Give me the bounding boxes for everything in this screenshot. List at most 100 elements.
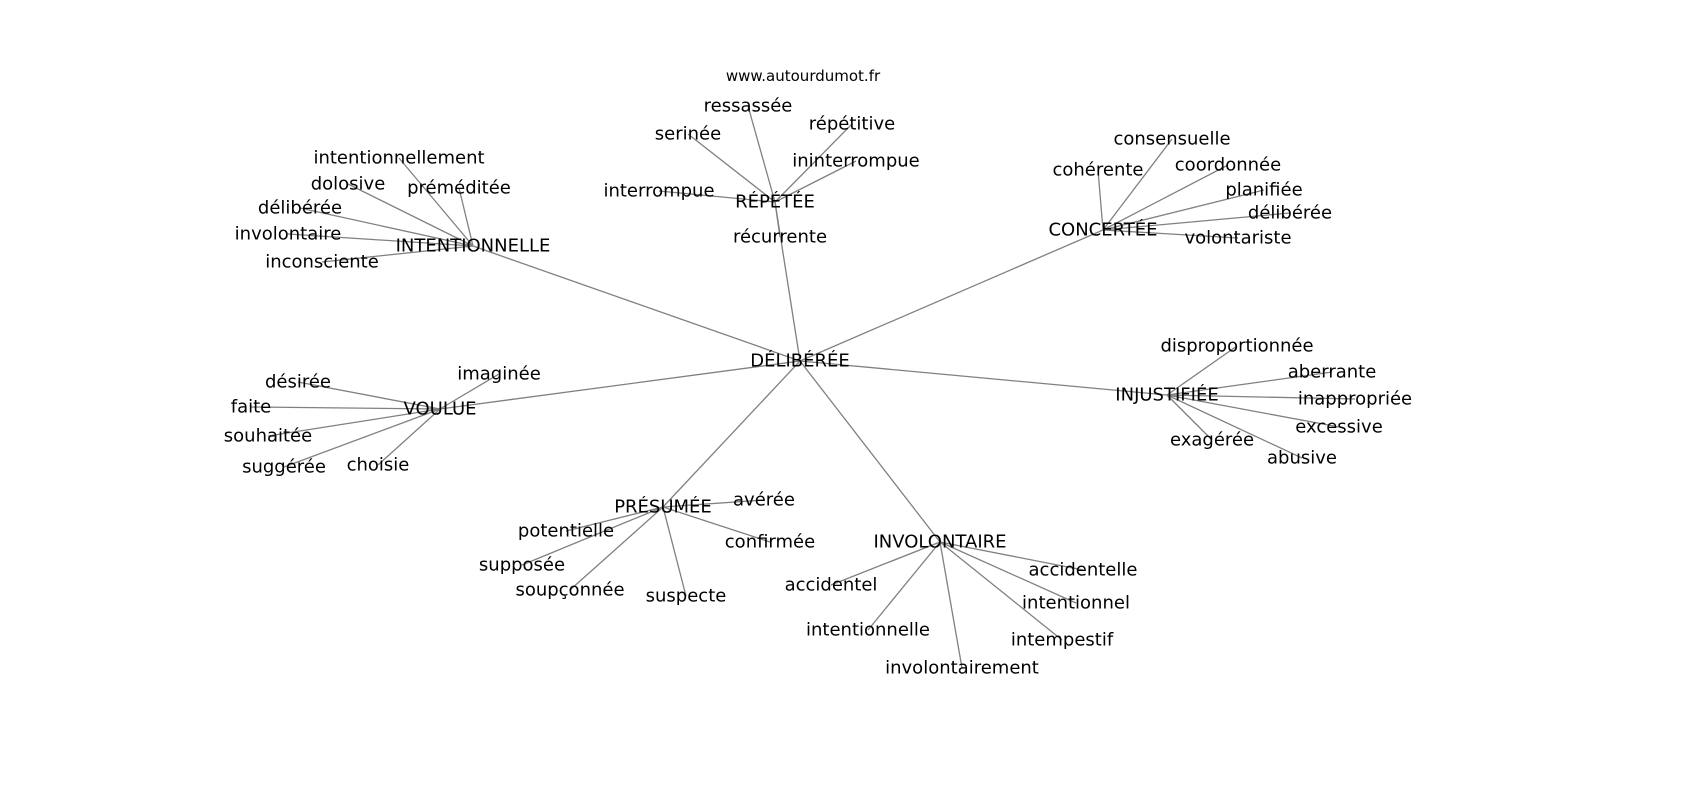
leaf-node-label[interactable]: répétitive — [809, 114, 895, 135]
edge-g4-child — [1166, 394, 1213, 441]
leaf-node-label[interactable]: cohérente — [1052, 160, 1143, 181]
leaf-node-label[interactable]: dolosive — [311, 174, 386, 195]
leaf-node-label[interactable]: suspecte — [646, 586, 727, 607]
leaf-node-label[interactable]: involontairement — [885, 658, 1039, 679]
edge-center-g4 — [799, 360, 1168, 396]
group-node-label[interactable]: CONCERTÉE — [1048, 219, 1157, 241]
leaf-node-label[interactable]: ininterrompue — [792, 151, 920, 172]
edge-g1-child — [299, 207, 474, 247]
leaf-node-label[interactable]: aberrante — [1288, 362, 1377, 383]
edge-g5-child — [267, 408, 441, 437]
edge-g3-child — [1102, 138, 1173, 231]
edge-g4-child — [1166, 394, 1340, 428]
leaf-node-label[interactable]: abusive — [1267, 448, 1337, 469]
edge-g1-child — [398, 157, 474, 247]
leaf-node-label[interactable]: délibérée — [258, 198, 342, 219]
leaf-node-label[interactable]: disproportionnée — [1160, 336, 1313, 357]
leaf-node-label[interactable]: supposée — [479, 555, 565, 576]
group-node-label[interactable]: INVOLONTAIRE — [873, 532, 1006, 553]
edge-center-g3 — [799, 229, 1104, 362]
edge-g7-child — [939, 541, 963, 669]
edge-g1-child — [458, 187, 474, 247]
leaf-node-label[interactable]: intentionnellement — [313, 148, 484, 169]
edge-g1-child — [287, 233, 474, 247]
edge-g5-child — [297, 381, 441, 410]
leaf-node-label[interactable]: intempestif — [1011, 630, 1114, 651]
edges — [250, 105, 1356, 669]
edge-g6-child — [521, 506, 664, 566]
edge-g4-child — [1166, 345, 1238, 396]
leaf-node-label[interactable]: suggérée — [242, 457, 326, 478]
edge-g7-child — [830, 541, 941, 586]
leaf-node-label[interactable]: choisie — [347, 455, 410, 476]
leaf-node-label[interactable]: imaginée — [457, 364, 541, 385]
edge-g5-child — [377, 408, 441, 466]
leaf-node-label[interactable]: consensuelle — [1113, 129, 1230, 150]
group-node-label[interactable]: INTENTIONNELLE — [396, 236, 551, 257]
center-node-label[interactable]: DÉLIBÉRÉE — [750, 350, 850, 372]
edge-g2-child — [687, 133, 776, 203]
leaf-node-label[interactable]: volontariste — [1184, 228, 1291, 249]
edge-g7-child — [939, 541, 1063, 641]
leaf-node-label[interactable]: excessive — [1295, 417, 1383, 438]
edge-g5-child — [250, 406, 441, 410]
leaf-node-label[interactable]: avérée — [733, 490, 795, 511]
leaf-node-label[interactable]: faite — [231, 397, 272, 418]
edge-g3-child — [1102, 164, 1229, 231]
edge-g1-child — [321, 245, 474, 263]
leaf-node-label[interactable]: planifiée — [1225, 180, 1302, 201]
edge-g6-child — [662, 499, 765, 508]
leaf-node-label[interactable]: serinée — [655, 124, 721, 145]
leaf-node-label[interactable]: intentionnel — [1022, 593, 1130, 614]
edge-g6-child — [662, 506, 687, 597]
edge-g2-child — [658, 190, 776, 203]
leaf-node-label[interactable]: soupçonnée — [515, 580, 624, 601]
group-node-label[interactable]: RÉPÉTÉE — [735, 191, 815, 213]
group-node-label[interactable]: INJUSTIFIÉE — [1115, 384, 1218, 406]
leaf-node-label[interactable]: délibérée — [1248, 203, 1332, 224]
site-credit: www.autourdumot.fr — [726, 67, 881, 85]
edge-g2-child — [747, 105, 776, 203]
leaf-node-label[interactable]: interrompue — [603, 181, 714, 202]
edge-center-g5 — [439, 360, 801, 410]
edge-center-g7 — [799, 360, 941, 543]
leaf-node-label[interactable]: souhaitée — [224, 426, 312, 447]
edge-g4-child — [1166, 394, 1303, 459]
edge-g6-child — [569, 506, 664, 591]
leaf-node-label[interactable]: potentielle — [518, 521, 614, 542]
leaf-node-label[interactable]: préméditée — [407, 178, 511, 199]
leaf-node-label[interactable]: récurrente — [733, 227, 827, 248]
edge-g3-child — [1097, 169, 1104, 231]
edge-center-g6 — [662, 360, 801, 508]
group-node-label[interactable]: VOULUE — [403, 399, 476, 420]
edge-g4-child — [1166, 394, 1356, 400]
edge-g7-child — [867, 541, 941, 631]
edge-center-g1 — [472, 245, 801, 362]
leaf-node-label[interactable]: inconsciente — [265, 252, 379, 273]
leaf-node-label[interactable]: intentionnelle — [806, 620, 930, 641]
group-node-label[interactable]: PRÉSUMÉE — [614, 496, 712, 518]
edge-g3-child — [1102, 212, 1291, 231]
edge-g6-child — [662, 506, 771, 543]
edge-g5-child — [439, 373, 500, 410]
edge-g4-child — [1166, 371, 1333, 396]
leaf-node-label[interactable]: désirée — [265, 372, 331, 393]
leaf-node-label[interactable]: confirmée — [725, 532, 815, 553]
edge-g7-child — [939, 541, 1084, 571]
leaf-node-label[interactable]: accidentel — [785, 575, 878, 596]
edge-g6-child — [565, 506, 664, 532]
leaf-node-label[interactable]: ressassée — [704, 96, 793, 117]
edge-g2-child — [774, 201, 781, 238]
leaf-node-label[interactable]: inappropriée — [1298, 389, 1412, 410]
edge-g2-child — [774, 160, 857, 203]
leaf-node-label[interactable]: exagérée — [1170, 430, 1254, 451]
leaf-node-label[interactable]: involontaire — [235, 224, 342, 245]
leaf-node-label[interactable]: coordonnée — [1175, 155, 1281, 176]
edge-g2-child — [774, 123, 853, 203]
edge-g5-child — [283, 408, 441, 468]
leaf-node-label[interactable]: accidentelle — [1029, 560, 1138, 581]
labels: DÉLIBÉRÉE INTENTIONNELLE intentionnellemen… — [224, 96, 1412, 679]
edge-g1-child — [347, 183, 474, 247]
edge-g3-child — [1102, 229, 1239, 239]
